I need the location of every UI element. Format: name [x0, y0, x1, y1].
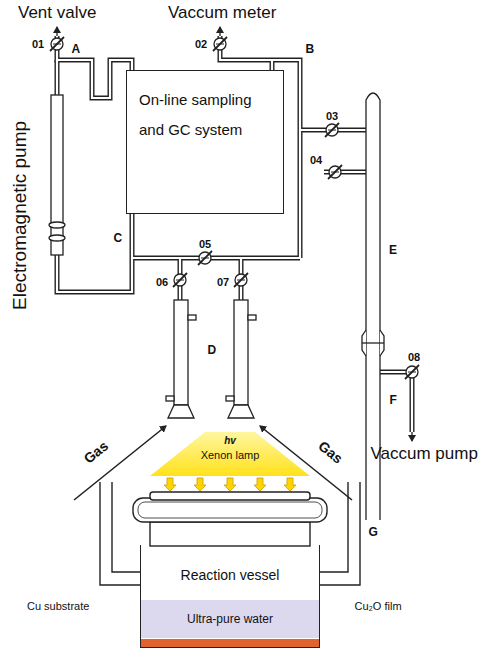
part-label: Cu₂O film — [355, 600, 402, 612]
gas-columns — [166, 300, 256, 418]
vessel-jacket — [100, 482, 360, 585]
callout-number: 08 — [408, 351, 420, 363]
reaction-vessel: Reaction vesselUltra-pure water — [140, 545, 320, 648]
node-text: On-line sampling and GC system — [139, 85, 271, 145]
callout-number: 04 — [310, 154, 322, 166]
part-letter: C — [114, 232, 123, 245]
outlet-arrows — [57, 27, 412, 441]
part-letter: F — [390, 394, 397, 407]
tubing — [57, 36, 412, 432]
callout-number: 01 — [32, 38, 44, 50]
part-label: Cu substrate — [27, 600, 89, 612]
node-text: Ultra-pure water — [187, 612, 273, 626]
part-label: Electromagnetic pump — [10, 120, 31, 309]
part-label: Vaccum meter — [168, 4, 276, 23]
callout-number: 02 — [195, 38, 207, 50]
gas-arrows — [74, 426, 352, 500]
lamp-light — [150, 432, 310, 476]
callout-number: 07 — [217, 276, 229, 288]
part-label: Gas — [315, 438, 345, 467]
electromagnetic-pump — [49, 95, 65, 255]
part-label: Vaccum pump — [371, 445, 478, 464]
process-box: On-line sampling and GC system — [126, 70, 284, 214]
light-arrows — [164, 478, 296, 491]
callout-number: 06 — [156, 276, 168, 288]
part-letter: A — [72, 43, 81, 56]
node-subtext: Xenon lamp — [201, 448, 260, 462]
node-text: Reaction vessel — [141, 567, 319, 584]
node-text: hv — [224, 435, 236, 447]
part-letter: B — [306, 43, 315, 56]
part-letter: G — [369, 526, 378, 539]
part-label: Vent valve — [18, 4, 96, 23]
cu2o-film — [141, 639, 319, 647]
callout-number: 03 — [326, 110, 338, 122]
part-letter: E — [389, 244, 397, 257]
part-label: Gas — [81, 438, 111, 467]
lamp-trapezoid: hvXenon lamp — [140, 432, 320, 476]
water-band: Ultra-pure water — [141, 600, 319, 638]
vessel-lid — [133, 492, 327, 546]
part-letter: D — [208, 344, 217, 357]
callout-number: 05 — [199, 238, 211, 250]
